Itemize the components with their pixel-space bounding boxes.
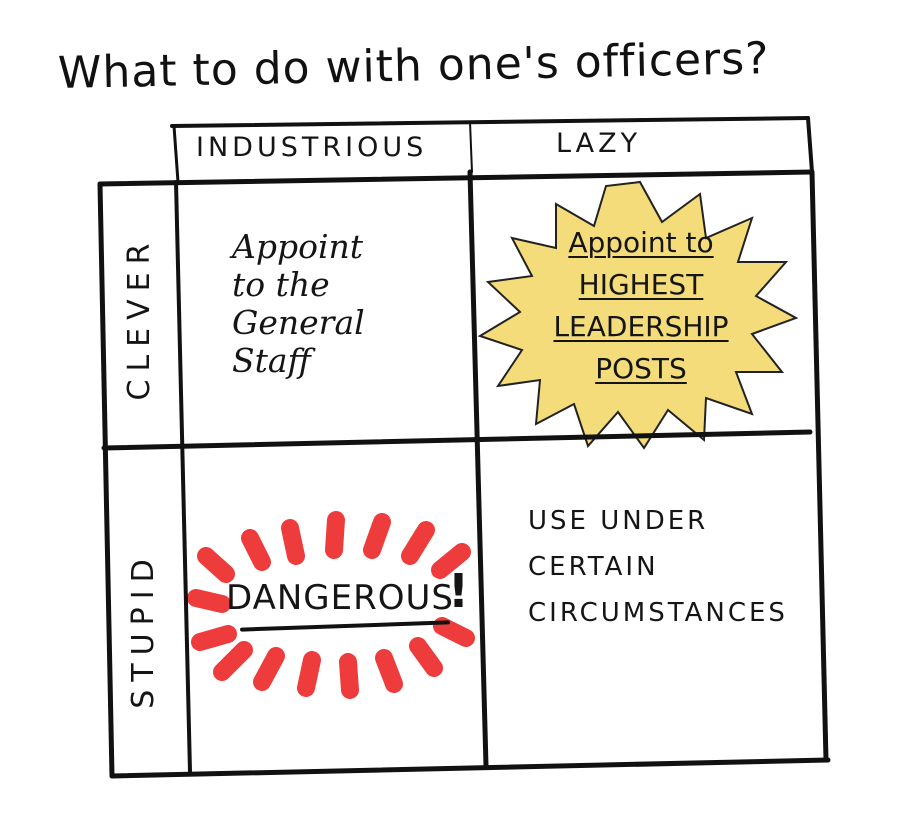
row-header-stupid: STUPID (124, 510, 164, 750)
column-header-industrious: INDUSTRIOUS (196, 132, 427, 163)
row-header-clever: CLEVER (120, 198, 160, 438)
grid-lines (100, 118, 828, 776)
cell-clever-lazy: Appoint to HIGHEST LEADERSHIP POSTS (516, 222, 766, 390)
cell-clever-industrious: Appoint to the General Staff (232, 228, 365, 380)
cell-stupid-lazy: USE UNDER CERTAIN CIRCUMSTANCES (528, 498, 788, 636)
cell-stupid-industrious: DANGEROUS (226, 578, 454, 618)
column-header-lazy: LAZY (556, 128, 641, 159)
exclamation-mark: ! (448, 564, 469, 618)
